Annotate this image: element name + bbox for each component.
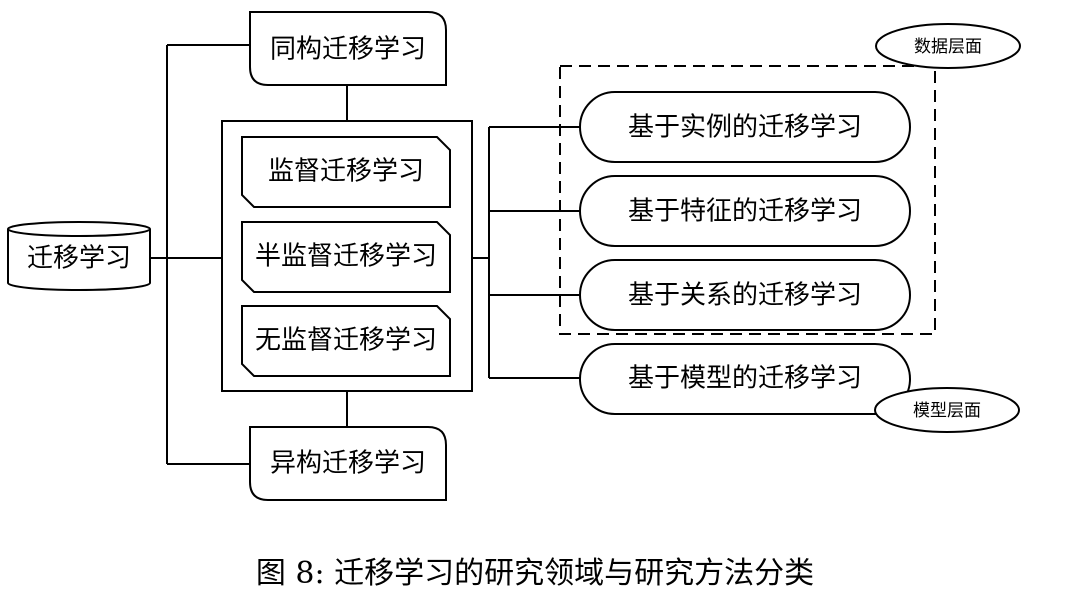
- data-level-group: [559, 65, 936, 335]
- homogeneous-node: 同构迁移学习: [249, 11, 447, 86]
- connector-lines: [150, 44, 580, 465]
- instance-based-node: 基于实例的迁移学习: [579, 91, 911, 163]
- unsupervised-node: 无监督迁移学习: [241, 305, 451, 377]
- feature-based-label: 基于特征的迁移学习: [628, 197, 862, 227]
- model-based-node: 基于模型的迁移学习: [579, 343, 911, 415]
- unsupervised-label: 无监督迁移学习: [255, 326, 437, 356]
- semi-supervised-label: 半监督迁移学习: [255, 242, 437, 272]
- root-label: 迁移学习: [27, 244, 131, 274]
- heterogeneous-label: 异构迁移学习: [270, 449, 426, 479]
- instance-based-label: 基于实例的迁移学习: [628, 113, 862, 143]
- feature-based-node: 基于特征的迁移学习: [579, 175, 911, 247]
- supervised-node: 监督迁移学习: [241, 136, 451, 208]
- relation-based-label: 基于关系的迁移学习: [628, 281, 862, 311]
- figure-caption: 图 8: 迁移学习的研究领域与研究方法分类: [255, 556, 815, 591]
- relation-based-node: 基于关系的迁移学习: [579, 259, 911, 331]
- data-level-label: 数据层面: [914, 37, 982, 57]
- model-level-label: 模型层面: [913, 401, 981, 421]
- model-based-label: 基于模型的迁移学习: [628, 364, 862, 394]
- model-level-tag: 模型层面: [874, 387, 1020, 433]
- supervised-label: 监督迁移学习: [268, 157, 424, 187]
- semi-supervised-node: 半监督迁移学习: [241, 221, 451, 293]
- root-node: 迁移学习: [7, 221, 151, 291]
- data-level-tag: 数据层面: [875, 23, 1021, 69]
- homogeneous-label: 同构迁移学习: [270, 35, 426, 65]
- heterogeneous-node: 异构迁移学习: [249, 426, 447, 501]
